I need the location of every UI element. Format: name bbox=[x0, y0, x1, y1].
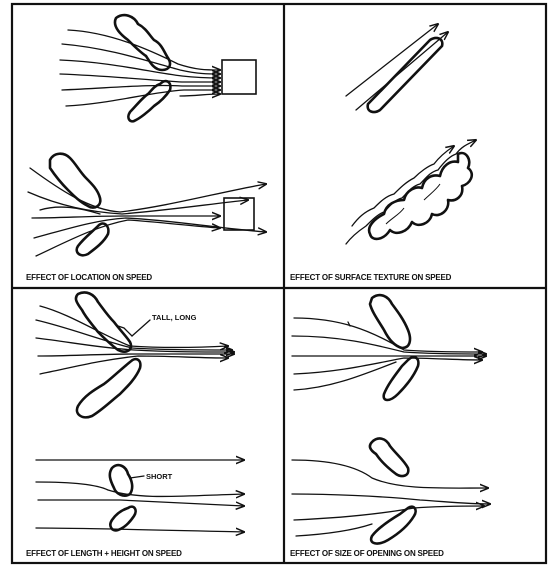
building-upper bbox=[222, 60, 256, 94]
caption-texture: EFFECT OF SURFACE TEXTURE ON SPEED bbox=[290, 273, 452, 282]
panel-length-height: TALL, LONG SHORT EFFECT OF LENGTH + HEIG… bbox=[26, 292, 244, 558]
windbreak-lower-top bbox=[50, 154, 100, 208]
windbreak-tall-bottom bbox=[77, 359, 140, 417]
caption-opening: EFFECT OF SIZE OF OPENING ON SPEED bbox=[290, 549, 444, 558]
windbreak-upper-bottom bbox=[128, 81, 170, 121]
windbreak-wide-bottom bbox=[371, 507, 416, 544]
caption-location: EFFECT OF LOCATION ON SPEED bbox=[26, 273, 152, 282]
windbreak-lower-bottom bbox=[77, 224, 109, 256]
windbreak-upper-top bbox=[115, 15, 170, 70]
windbreak-short-bottom bbox=[110, 507, 135, 531]
panel-texture: EFFECT OF SURFACE TEXTURE ON SPEED bbox=[290, 24, 476, 282]
windbreak-opening-top bbox=[370, 295, 410, 348]
panel-location: EFFECT OF LOCATION ON SPEED bbox=[26, 15, 266, 282]
label-tall-long: TALL, LONG bbox=[152, 313, 197, 322]
panel-opening: EFFECT OF SIZE OF OPENING ON SPEED bbox=[290, 295, 490, 558]
windbreak-wide-top bbox=[370, 439, 408, 476]
caption-length-height: EFFECT OF LENGTH + HEIGHT ON SPEED bbox=[26, 549, 182, 558]
windbreak-rough bbox=[369, 153, 472, 239]
label-short: SHORT bbox=[146, 472, 173, 481]
windbreak-opening-bottom bbox=[384, 357, 419, 400]
